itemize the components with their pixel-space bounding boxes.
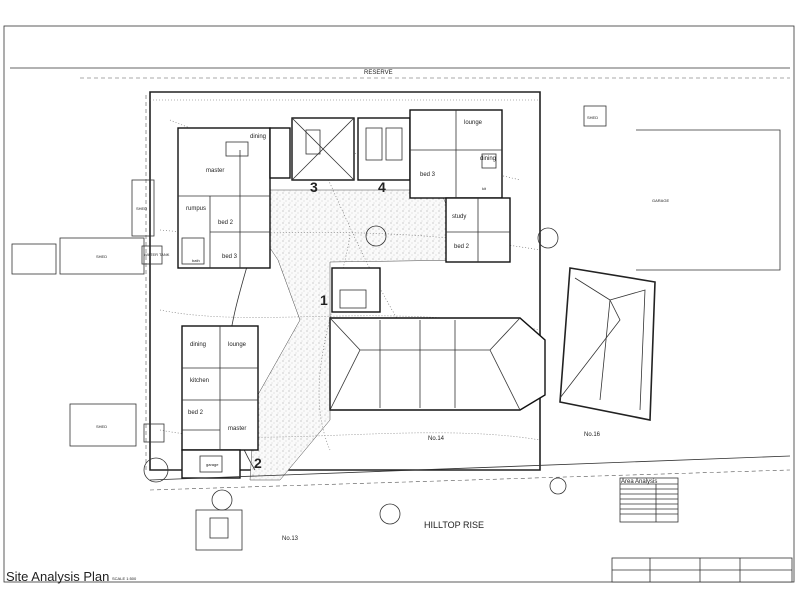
neighbour-no16-building (559, 267, 656, 421)
plan-label: bed 2 (188, 410, 204, 416)
plan-label: lounge (228, 342, 247, 348)
shed-bottom-left (143, 423, 165, 443)
lot-no13-label: No.13 (282, 536, 299, 542)
plan-label: bed 2 (218, 220, 234, 226)
plan-label: lounge (464, 120, 483, 126)
plan-label: dining (480, 156, 496, 162)
plan-label: bed 2 (454, 244, 470, 250)
unit-4: lounge dining bed 3 kit study bed 2 (409, 109, 511, 263)
plan-label: bed 3 (420, 172, 436, 178)
driveway-curve-2 (318, 234, 351, 451)
plan-label: master (228, 426, 246, 432)
neighbour-no13-building (195, 509, 243, 551)
contour-line (159, 429, 541, 441)
site-boundary (149, 91, 541, 471)
shed-lower-left (69, 403, 137, 447)
plan-label: SHED (587, 115, 598, 120)
lot-no14-label: No.14 (428, 436, 445, 442)
plan-label: rumpus (186, 206, 206, 212)
plan-label: WATER TANK (144, 252, 170, 257)
shed-far-left-2 (11, 243, 57, 275)
street-kerb-line-2 (149, 469, 791, 491)
street-name: HILLTOP RISE (424, 520, 484, 530)
area-analysis-table: Area Analysis (619, 477, 679, 523)
plan-label: SHED (96, 254, 107, 259)
plan-label: study (452, 214, 466, 220)
lot-no16-label: No.16 (584, 432, 601, 438)
plan-label: bed 3 (222, 254, 238, 260)
unit-2: dining lounge kitchen bed 2 master garag… (181, 325, 259, 479)
plan-label: SHED (96, 424, 107, 429)
shed-far-left (59, 237, 145, 275)
sheet-border (3, 25, 795, 583)
unit-3: master dining rumpus bed 2 bed 3 bath (177, 127, 291, 269)
shed-left (131, 179, 155, 237)
plan-label: master (206, 168, 224, 174)
title-block (611, 557, 793, 583)
plan-label: SHED (136, 206, 147, 211)
unit-1-number: 1 (320, 292, 328, 308)
plan-label: garage (206, 462, 219, 467)
shed-top-right (583, 105, 607, 127)
unit-3-number: 3 (310, 179, 318, 195)
plan-label: kit (482, 186, 487, 191)
street-kerb-line (149, 455, 791, 481)
area-analysis-heading: Area Analysis (621, 479, 657, 485)
unit-4-number: 4 (378, 179, 386, 195)
drawing-scale: SCALE 1:500 (112, 576, 137, 581)
unit-2-number: 2 (254, 455, 262, 471)
plan-label: kitchen (190, 378, 209, 384)
plan-label: GARAGE (652, 198, 669, 203)
plan-label: bath (192, 258, 200, 263)
water-tank (141, 245, 163, 265)
drawing-title: Site Analysis Plan (6, 569, 109, 584)
tree-symbols (143, 225, 567, 525)
plan-label: dining (250, 134, 266, 140)
unit-1-existing-dwelling (329, 267, 546, 411)
neighbour-garage-outline (636, 129, 781, 271)
plan-label: dining (190, 342, 206, 348)
reserve-label: RESERVE (364, 70, 393, 76)
